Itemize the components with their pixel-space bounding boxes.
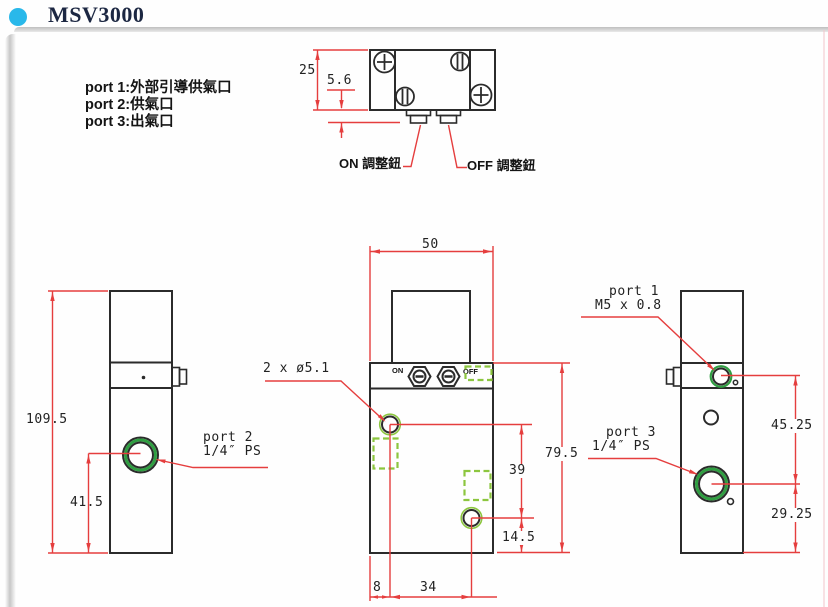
screw-phillips-icon	[373, 50, 493, 107]
dim-14-5: 14.5	[500, 530, 538, 545]
port2-name: port 2	[203, 430, 253, 445]
adjuster-nut-on	[407, 366, 432, 387]
legend-line-1: port 1:外部引導供氣口	[85, 80, 232, 96]
dim-mount-holes: 2 x ø5.1	[263, 361, 330, 376]
dim-41-5: 41.5	[70, 495, 104, 510]
port3-leader-line	[588, 457, 697, 475]
port2-circle	[122, 436, 159, 474]
port3-size: 1/4″ PS	[592, 439, 651, 454]
dim-39: 39	[507, 463, 528, 478]
highlight-band-off	[464, 365, 493, 382]
dimension-arrows	[50, 51, 798, 600]
front-reference-lines	[389, 423, 534, 597]
legend-line-3: port 3:出氣口	[85, 114, 174, 130]
dim-50: 50	[422, 237, 439, 252]
port3-name: port 3	[606, 425, 656, 440]
screw-slotted-icon	[395, 51, 470, 107]
dim-45-25: 45.25	[769, 418, 815, 433]
right-reference-lines	[711, 374, 800, 554]
dim-8: 8	[373, 580, 382, 595]
dim-109-5: 109.5	[26, 412, 68, 427]
right-view-outline	[665, 290, 744, 554]
adjuster-nut-off	[436, 366, 461, 387]
dim-25: 25	[299, 63, 316, 78]
off-adjuster-nub	[435, 109, 462, 124]
section-bullet-icon	[9, 8, 27, 26]
front-band-on-label: ON	[392, 366, 404, 375]
green-highlight-boxes	[372, 365, 493, 502]
port1-size: M5 x 0.8	[595, 298, 662, 313]
dim-holes-leader	[265, 380, 385, 422]
pilot-dot	[141, 375, 146, 380]
left-view-tab	[171, 366, 188, 387]
highlight-left	[372, 437, 399, 470]
port1-leader-line	[581, 316, 714, 370]
port1-circle	[709, 365, 733, 388]
right-view-tab	[665, 366, 682, 387]
port2-leader-line	[156, 458, 268, 469]
off-leader-line	[447, 124, 467, 169]
port1-name: port 1	[609, 284, 659, 299]
header-divider	[14, 27, 828, 32]
dim-50-lines	[369, 246, 494, 361]
center-hole	[703, 409, 719, 426]
legend-line-2: port 2:供氣口	[85, 97, 174, 113]
page-title: MSV3000	[48, 2, 145, 27]
highlight-right	[463, 469, 492, 502]
dim-109-5-lines	[48, 290, 108, 554]
small-hole-upper	[732, 379, 739, 386]
on-leader-line	[403, 124, 422, 168]
port2-size: 1/4″ PS	[203, 444, 262, 459]
small-hole-lower	[726, 497, 735, 506]
front-band-off-label: OFF	[463, 367, 478, 376]
dim-79-5: 79.5	[543, 446, 581, 461]
dim-5-6: 5.6	[327, 73, 352, 88]
top-view-outline	[369, 49, 496, 124]
page-left-shadow	[5, 34, 16, 607]
off-adjuster-label: OFF 調整鈕	[467, 158, 536, 173]
page-right-edge	[823, 30, 825, 607]
black-linework	[109, 49, 744, 554]
on-adjuster-nub	[405, 109, 432, 124]
on-adjuster-label: ON 調整鈕	[339, 156, 402, 171]
front-view-outline	[369, 290, 494, 554]
dim-29-25: 29.25	[769, 507, 815, 522]
left-view-outline	[109, 290, 188, 554]
dim-41-5-lines	[87, 452, 141, 553]
dim-5-6-lines	[327, 89, 400, 138]
dim-34: 34	[420, 580, 437, 595]
dimension-lines	[48, 49, 800, 601]
